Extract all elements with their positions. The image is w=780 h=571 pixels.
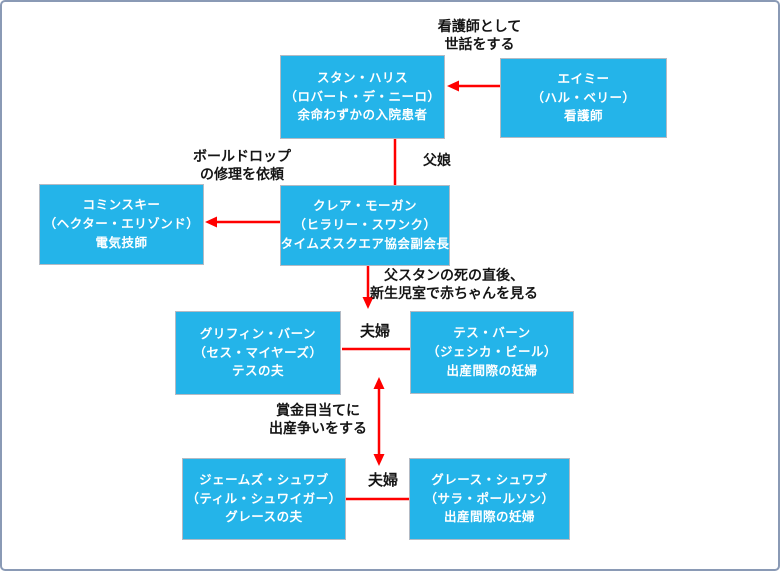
character-role: 看護師 (563, 109, 603, 124)
actor-name: （ジェシカ・ビール） (426, 345, 557, 360)
node-james-schwab: ジェームズ・シュワブ （ティル・シュワイガー） グレースの夫 (182, 458, 346, 540)
node-griffin-byrne: グリフィン・バーン （セス・マイヤーズ） テスの夫 (175, 311, 341, 395)
label-line: ボールドロップ (193, 148, 291, 164)
node-kominsky: コミンスキー （ヘクター・エリゾンド） 電気技師 (39, 184, 204, 265)
character-name: スタン・ハリス (316, 70, 408, 85)
node-grace-schwab: グレース・シュワブ （サラ・ポールソン） 出産間際の妊婦 (409, 458, 570, 540)
arrow-claire-to-kominsky (205, 216, 280, 228)
actor-name: （サラ・ポールソン） (424, 491, 555, 506)
label-line: 新生児室で赤ちゃんを見る (370, 284, 538, 301)
character-name: テス・バーン (453, 326, 531, 341)
character-name: グレース・シュワブ (431, 472, 548, 487)
label-couple-bottom: 夫婦 (367, 472, 398, 489)
label-newborn-room: 父スタンの死の直後、 新生児室で赤ちゃんを見る (370, 267, 538, 302)
character-name: エイミー (557, 71, 610, 86)
arrow-amy-to-stan (447, 80, 500, 92)
actor-name: （ハル・ベリー） (531, 90, 636, 105)
actor-name: （ティル・シュワイガー） (186, 491, 342, 506)
label-nurse-care: 看護師として 世話をする (417, 18, 542, 53)
actor-name: （セス・マイヤーズ） (193, 345, 323, 360)
character-name: コミンスキー (82, 198, 161, 213)
character-role: タイムズスクエア協会副会長 (280, 236, 450, 251)
actor-name: （ロバート・デ・ニーロ） (284, 89, 441, 104)
label-line: 賞金目当てに (276, 402, 360, 418)
label-line: の修理を依頼 (200, 165, 284, 182)
label-line: 看護師として (437, 18, 522, 34)
label-ball-drop-repair: ボールドロップ の修理を依頼 (184, 148, 300, 183)
character-role: 電気技師 (95, 235, 148, 250)
label-line: 世話をする (444, 35, 515, 52)
character-role: 出産間際の妊婦 (443, 510, 535, 525)
actor-name: （ヒラリー・スワンク） (293, 218, 437, 233)
label-line: 出産争いをする (269, 419, 367, 436)
label-prize-rivalry: 賞金目当てに 出産争いをする (259, 402, 377, 437)
node-stan-harris: スタン・ハリス （ロバート・デ・ニーロ） 余命わずかの入院患者 (280, 55, 445, 139)
node-claire-morgan: クレア・モーガン （ヒラリー・スワンク） タイムズスクエア協会副会長 (280, 185, 450, 266)
label-father-daughter: 父娘 (423, 152, 451, 168)
actor-name: （ヘクター・エリゾンド） (43, 217, 200, 232)
character-role: グレースの夫 (225, 510, 303, 525)
node-tess-byrne: テス・バーン （ジェシカ・ビール） 出産間際の妊婦 (410, 311, 574, 394)
character-name: グリフィン・バーン (199, 326, 317, 341)
label-line: 父スタンの死の直後、 (384, 267, 524, 283)
node-amy: エイミー （ハル・ベリー） 看護師 (500, 58, 667, 138)
character-role: 出産間際の妊婦 (446, 363, 538, 378)
label-couple-top: 夫婦 (359, 323, 390, 340)
character-name: ジェームズ・シュワブ (199, 472, 329, 487)
character-role: 余命わずかの入院患者 (297, 108, 428, 123)
character-role: テスの夫 (231, 364, 284, 379)
character-name: クレア・モーガン (312, 199, 417, 214)
